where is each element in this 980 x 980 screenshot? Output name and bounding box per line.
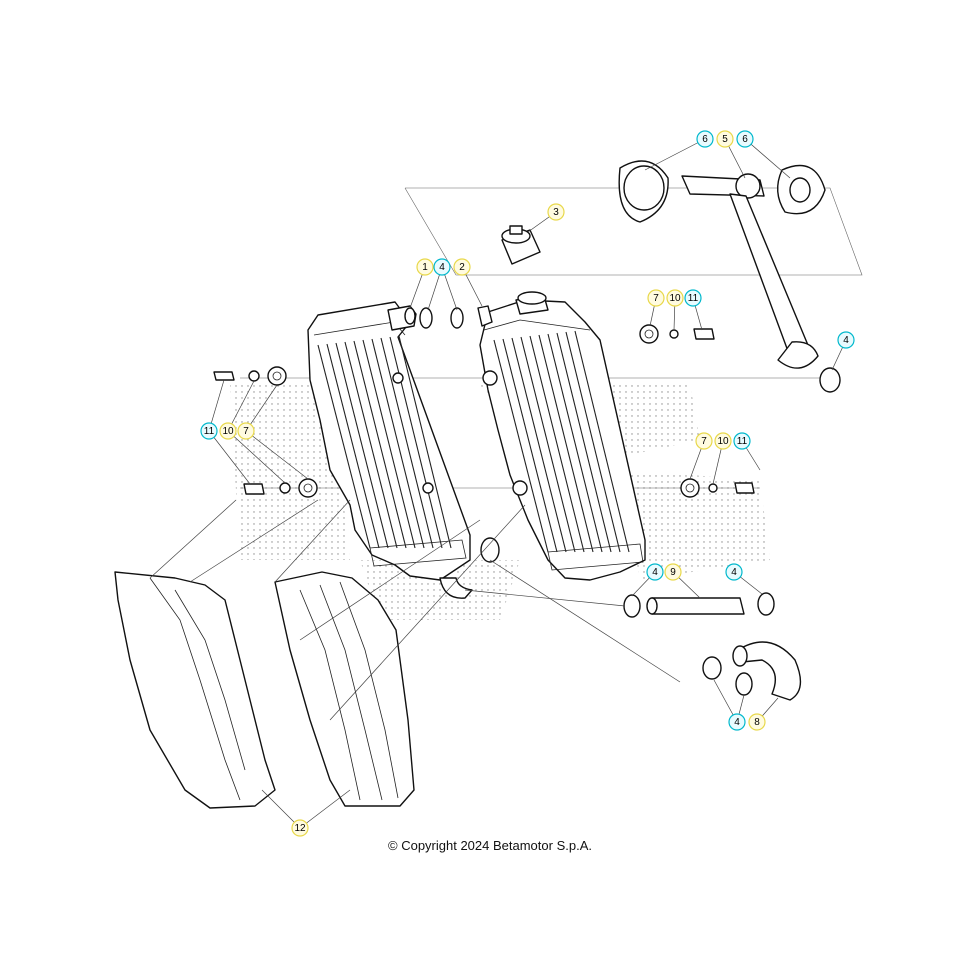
callout-number: 4 [734,717,740,728]
callout-c11b: 11 [200,422,218,440]
callout-number: 4 [652,567,658,578]
callout-c2: 2 [453,258,471,276]
callout-c10c: 10 [714,432,732,450]
callout-number: 7 [653,293,659,304]
callout-c4c: 4 [646,563,664,581]
callout-c8: 8 [748,713,766,731]
callout-number: 12 [294,823,306,834]
callout-number: 11 [204,426,215,437]
callout-c5: 5 [716,130,734,148]
radiator-right-fins [493,330,630,553]
callout-c11c: 11 [733,432,751,450]
radiator-left-fins [317,335,452,549]
callout-number: 11 [737,436,748,447]
callout-circle [716,130,734,148]
callout-number: 4 [843,335,849,346]
callout-number: 8 [754,717,760,728]
callout-circle [664,563,682,581]
callout-circle [433,258,451,276]
radiator-guard-inner [274,571,415,807]
callout-number: 6 [742,134,748,145]
callout-circle [291,819,309,837]
callout-circle [714,432,732,450]
callout-circle [453,258,471,276]
callout-number: 6 [702,134,708,145]
mounting-hardware-left [213,366,318,498]
callout-c10b: 10 [219,422,237,440]
callout-number: 10 [669,293,681,304]
radiator-cap [501,225,541,265]
hose-clamps-top [419,307,464,329]
callout-circle [646,563,664,581]
callout-circle [200,422,218,440]
callout-circle [666,289,684,307]
callout-number: 5 [722,134,728,145]
callout-c7a: 7 [647,289,665,307]
leader-lines [149,138,847,829]
callout-circle [647,289,665,307]
callout-number: 11 [688,293,699,304]
callout-circle [684,289,702,307]
callout-number: 4 [731,567,737,578]
callout-circle [416,258,434,276]
mounting-hardware-right [639,324,755,498]
callout-c1: 1 [416,258,434,276]
callout-number: 10 [717,436,729,447]
callout-number: 4 [439,262,445,273]
callout-c10a: 10 [666,289,684,307]
radiator-left [307,301,471,581]
callout-circle [696,130,714,148]
callout-c7c: 7 [695,432,713,450]
callout-number: 3 [553,207,559,218]
callout-c6b: 6 [736,130,754,148]
callout-c4a: 4 [433,258,451,276]
radiator-guard-outer [114,571,276,809]
callout-c4b: 4 [837,331,855,349]
callout-circle [736,130,754,148]
callout-c7b: 7 [237,422,255,440]
callout-c3: 3 [547,203,565,221]
callout-c4e: 4 [728,713,746,731]
callout-circle [748,713,766,731]
callout-circle [219,422,237,440]
straight-hose [623,592,775,618]
callout-circle [728,713,746,731]
callout-number: 2 [459,262,465,273]
callout-number: 9 [670,567,676,578]
callout-number: 7 [701,436,707,447]
callout-number: 7 [243,426,249,437]
callout-c9: 9 [664,563,682,581]
bent-hose [702,641,802,701]
callout-circle [733,432,751,450]
callout-circle [725,563,743,581]
callout-circle [695,432,713,450]
t-pipe-assembly [618,160,826,369]
callout-number: 10 [222,426,234,437]
callout-circle [547,203,565,221]
callout-circle [237,422,255,440]
callout-c11a: 11 [684,289,702,307]
callout-c6a: 6 [696,130,714,148]
callout-number: 1 [422,262,428,273]
radiator-right [477,291,646,581]
callout-c4d: 4 [725,563,743,581]
callout-circle [837,331,855,349]
callout-c12: 12 [291,819,309,837]
radiator-outlet-pipe [439,537,500,599]
copyright-notice: © Copyright 2024 Betamotor S.p.A. [388,838,592,853]
hose-clamp-right [819,367,841,393]
